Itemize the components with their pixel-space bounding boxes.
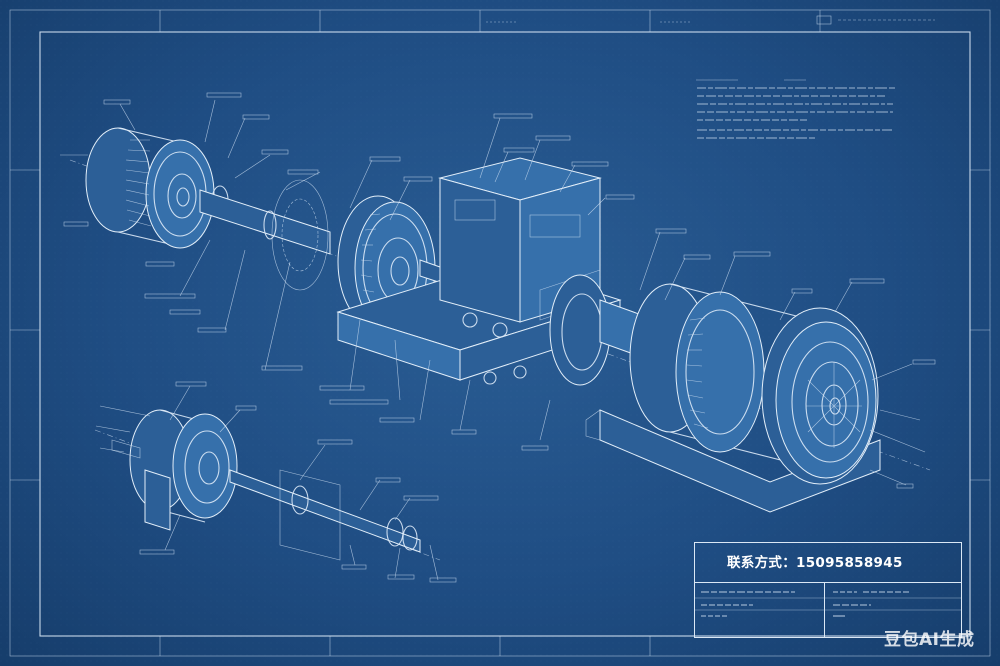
drawing-notes	[697, 84, 897, 151]
title-block: 联系方式：15095858945	[694, 542, 962, 638]
contact-label: 联系方式	[727, 555, 783, 571]
gearbox-icon	[336, 157, 651, 386]
title-block-cells	[695, 583, 961, 637]
lower-motor-icon	[111, 409, 421, 561]
contact-colon: ：	[782, 555, 797, 571]
contact-phone: 15095858945	[796, 555, 903, 571]
end-motor-icon	[585, 283, 881, 513]
motor-assembly-icon	[85, 127, 229, 249]
contact-line: 联系方式：15095858945	[695, 543, 961, 583]
dimension-lines	[60, 154, 926, 453]
notes-text-lines	[697, 87, 895, 139]
drawing-border	[9, 9, 991, 657]
shaft-icon	[199, 179, 331, 291]
title-block-entries	[695, 591, 961, 617]
callout-leaders	[63, 92, 936, 583]
watermark: 豆包AI生成	[884, 630, 975, 650]
